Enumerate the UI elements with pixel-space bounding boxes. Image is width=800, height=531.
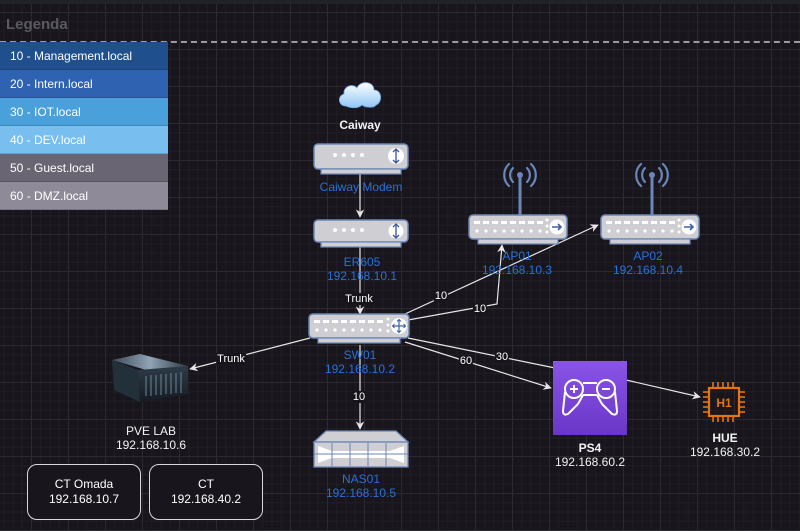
top-bar [0,0,800,4]
nas-ip: 192.168.10.5 [325,486,397,500]
edge-label-switch-ap01: 10 [472,303,488,315]
ct-ip: 192.168.40.2 [170,492,242,506]
pve-label: PVE LAB 192.168.10.6 [116,424,186,452]
legend: 10 - Management.local 20 - Intern.local … [0,42,168,210]
legend-item-40[interactable]: 40 - DEV.local [0,126,168,154]
pve-name: PVE LAB [125,424,177,438]
cloud-icon[interactable] [336,78,384,110]
nas-label: NAS01 192.168.10.5 [326,472,396,500]
modem-label: Caiway Modem [319,180,403,194]
edge-label-router-switch: Trunk [344,293,374,305]
router-label: ER605 192.168.10.1 [327,255,397,283]
ap01-label: AP01 192.168.10.3 [482,249,552,277]
nas-name: NAS01 [341,472,381,486]
legend-item-50[interactable]: 50 - Guest.local [0,154,168,182]
ct-box[interactable]: CT 192.168.40.2 [149,464,263,520]
chip-icon[interactable]: H1 [701,381,747,423]
legend-item-60[interactable]: 60 - DMZ.local [0,182,168,210]
nas-icon[interactable] [312,430,410,468]
switch-name: SW01 [343,348,377,362]
ap02-ip: 192.168.10.4 [612,263,684,277]
router-ip: 192.168.10.1 [326,269,398,283]
legend-item-30[interactable]: 30 - IOT.local [0,98,168,126]
edge-label-switch-hue: 30 [494,351,510,363]
chip-label: H1 [716,396,732,410]
legend-item-20[interactable]: 20 - Intern.local [0,70,168,98]
edge-label-switch-ps4: 60 [458,355,474,367]
cloud-label: Caiway [339,118,381,132]
switch-icon[interactable] [308,313,410,345]
switch-ip: 192.168.10.2 [324,362,396,376]
edge-label-switch-ap02: 10 [433,290,449,302]
hue-name: HUE [712,431,738,445]
edge-switch-pve[interactable] [189,337,311,372]
ct-omada-box[interactable]: CT Omada 192.168.10.7 [27,464,141,520]
ct-name: CT [198,477,214,491]
ct-omada-ip: 192.168.10.7 [48,492,120,506]
legend-item-10[interactable]: 10 - Management.local [0,42,168,70]
pve-ip: 192.168.10.6 [115,438,187,452]
hue-label: HUE 192.168.30.2 [690,431,760,459]
ap01-ip: 192.168.10.3 [481,263,553,277]
ap01-name: AP01 [502,249,532,263]
ps4-name: PS4 [578,441,602,455]
switch-label: SW01 192.168.10.2 [325,348,395,376]
router-icon[interactable] [313,219,409,249]
gamepad-icon[interactable] [553,361,627,435]
edge-label-switch-pve: Trunk [216,353,246,365]
ps4-label: PS4 192.168.60.2 [555,441,625,469]
legend-divider [0,41,800,43]
modem-icon[interactable] [313,143,409,176]
ap02-label: AP02 192.168.10.4 [613,249,683,277]
router-name: ER605 [343,255,381,269]
ap02-name: AP02 [633,249,663,263]
edge-switch-ap01[interactable] [407,244,506,321]
edge-label-switch-nas: 10 [351,391,367,403]
ct-omada-name: CT Omada [54,477,114,491]
legend-title: Legenda [6,16,68,33]
ap01-icon[interactable] [468,160,570,246]
hue-ip: 192.168.30.2 [689,445,761,459]
edge-switch-ps4[interactable] [404,341,552,390]
server-icon[interactable] [110,352,190,412]
ps4-ip: 192.168.60.2 [554,455,626,469]
ap02-icon[interactable] [600,160,702,246]
